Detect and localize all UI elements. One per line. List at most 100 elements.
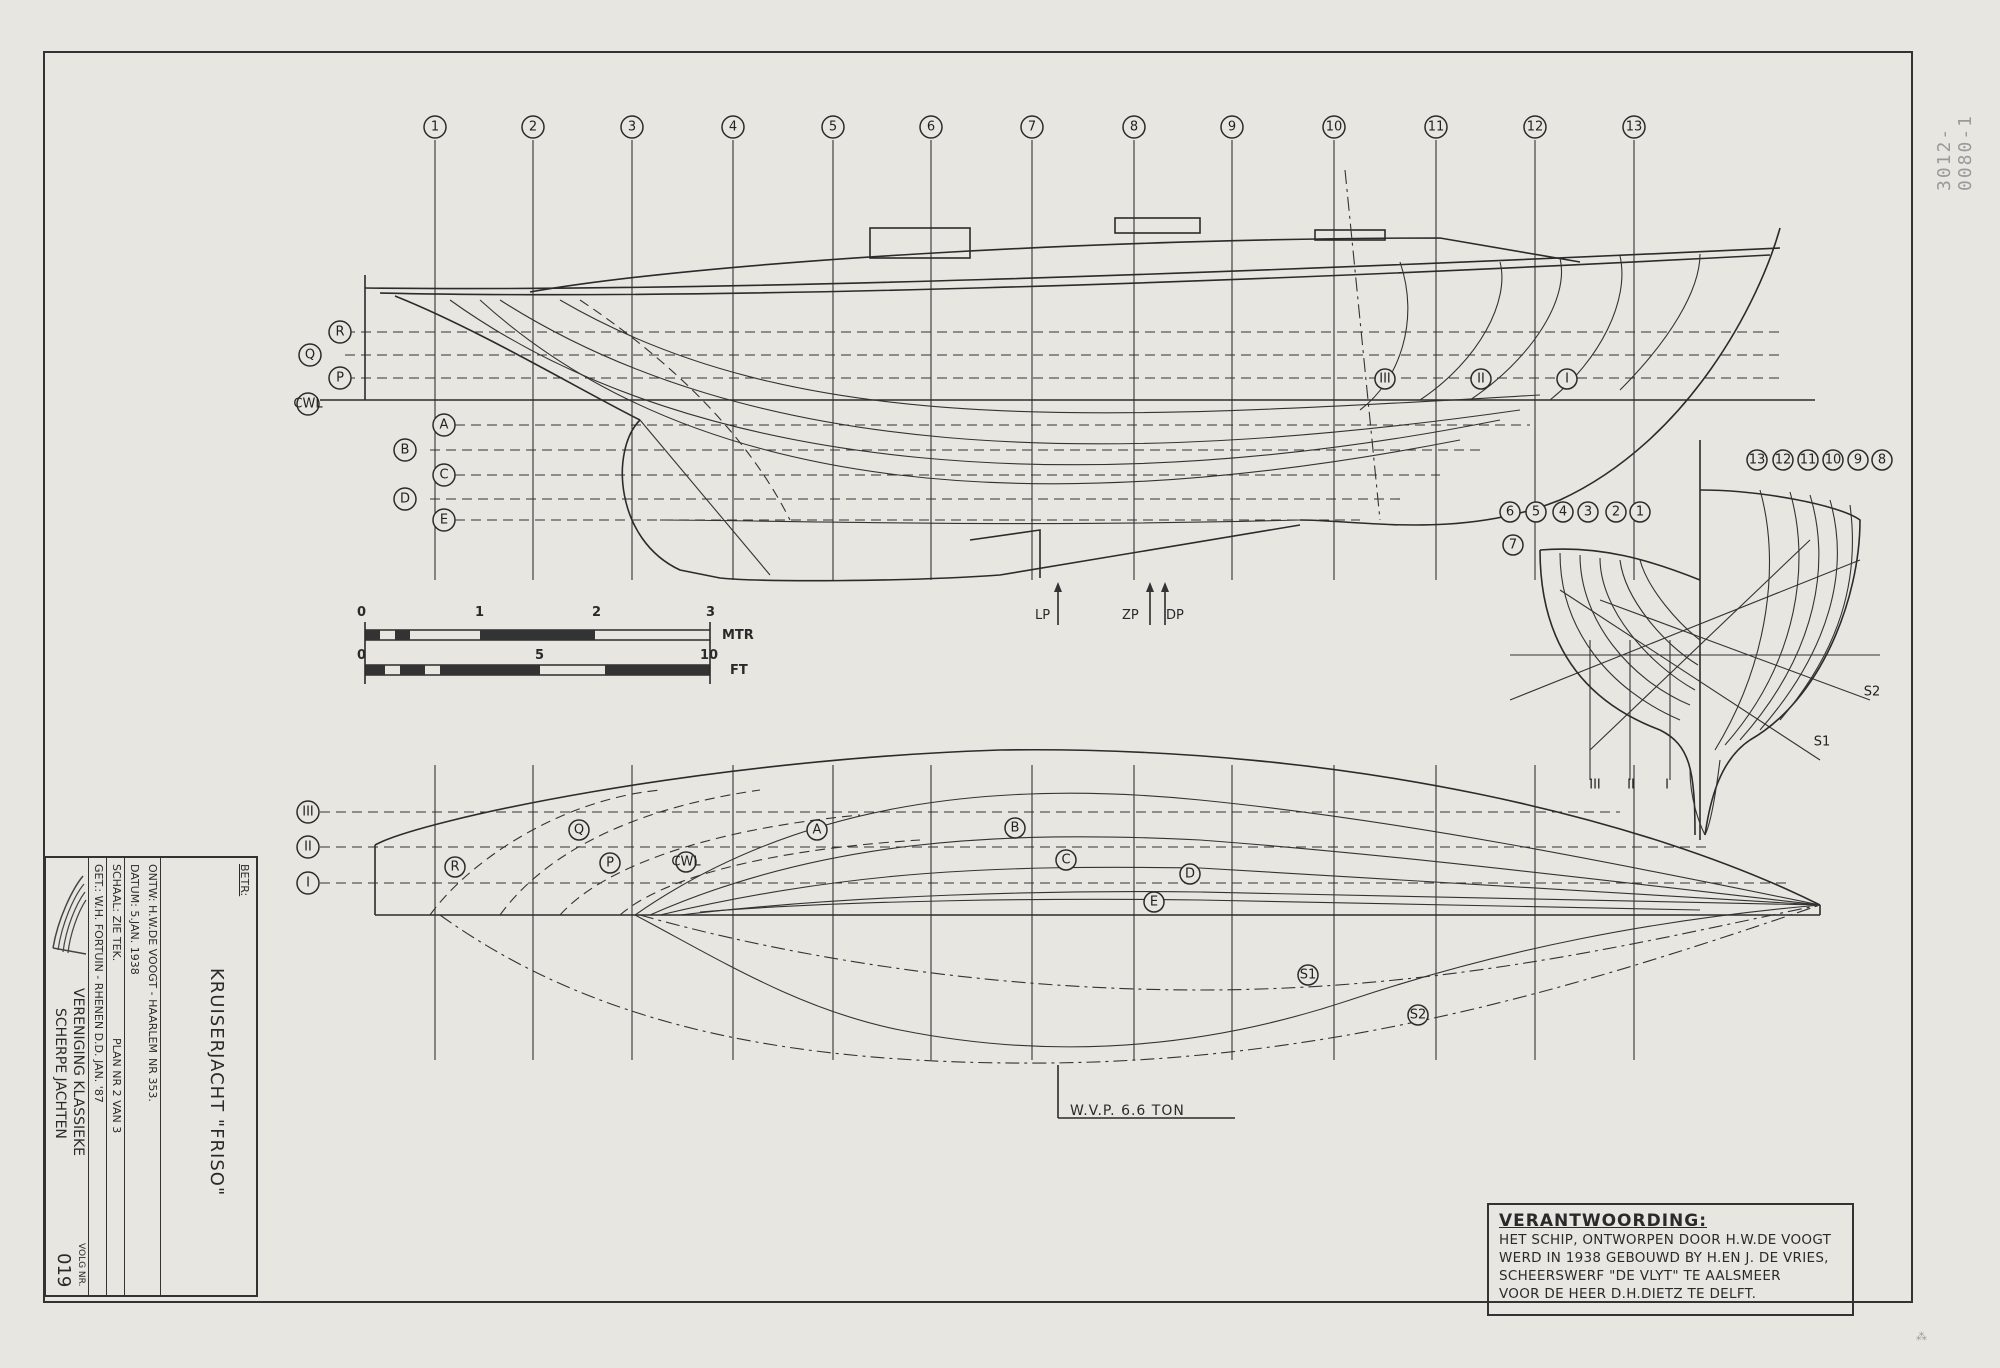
plan-line-3-marker-text: I: [306, 876, 310, 891]
plan-label-r-marker-text: R: [450, 860, 459, 875]
station-6-marker-text: 6: [927, 120, 935, 135]
buttock-e-marker: E: [432, 508, 456, 532]
body-aft-station-4-marker-text: 4: [1559, 505, 1567, 520]
plan-number: PLAN NR 2 VAN 3: [110, 1038, 123, 1134]
waterline-q-marker: Q: [298, 343, 322, 367]
body-aft-station-1-marker: 1: [1629, 501, 1651, 523]
body-aft-station-5-marker-text: 5: [1532, 505, 1540, 520]
body-fwd-station-13-marker-text: 13: [1749, 453, 1766, 468]
archive-number: 3012-0080-1: [1934, 113, 1976, 191]
responsibility-line-3: SCHEERSWERF "DE VLYT" TE AALSMEER: [1499, 1268, 1781, 1284]
plan-line-2-marker-text: II: [304, 840, 312, 855]
logo-column: VERENIGING KLASSIEKE SCHERPE JACHTEN VOL…: [46, 858, 89, 1295]
station-5-marker-text: 5: [829, 120, 837, 135]
station-5-marker: 5: [821, 115, 845, 139]
buttock-c-marker-text: C: [439, 468, 448, 483]
drawn-by: GET.: W.H. FORTUIN - RHENEN D.D. JAN. '8…: [92, 864, 105, 1103]
waterline-cwl-marker-text: CWL: [293, 397, 323, 412]
plan-label-c-marker-text: C: [1061, 853, 1070, 868]
title-column: BETR: KRUISERJACHT "FRISO": [161, 858, 256, 1295]
diagonal-1-marker-text: III: [1379, 372, 1391, 387]
body-fwd-station-9-marker: 9: [1847, 449, 1869, 471]
body-label-ii: II: [1627, 778, 1635, 793]
diagonal-2-marker-text: II: [1477, 372, 1485, 387]
station-12-marker-text: 12: [1527, 120, 1544, 135]
station-8-marker-text: 8: [1130, 120, 1138, 135]
body-fwd-station-8-marker-text: 8: [1878, 453, 1886, 468]
plan-label-a-marker: A: [806, 819, 828, 841]
plan-line-3-marker: I: [296, 871, 320, 895]
responsibility-box: VERANTWOORDING: HET SCHIP, ONTWORPEN DOO…: [1487, 1203, 1854, 1316]
marker-dp: DP: [1166, 608, 1184, 623]
station-11-marker-text: 11: [1428, 120, 1445, 135]
plan-label-cwl-marker-text: CWL: [671, 855, 701, 870]
seq-number: 019: [53, 1253, 74, 1288]
body-label-s1: S1: [1814, 735, 1831, 750]
buttock-b-marker-text: B: [401, 443, 410, 458]
body-fwd-station-12-marker: 12: [1772, 449, 1794, 471]
body-aft-station-7-marker-text: 7: [1509, 538, 1517, 553]
plan-label-d-marker-text: D: [1185, 867, 1195, 882]
scale-bar: [364, 622, 711, 684]
station-7-marker-text: 7: [1028, 120, 1036, 135]
body-fwd-station-11-marker-text: 11: [1800, 453, 1817, 468]
drawn-by-column: GET.: W.H. FORTUIN - RHENEN D.D. JAN. '8…: [89, 858, 107, 1295]
station-2-marker: 2: [521, 115, 545, 139]
scale-mtr-0: 0: [357, 605, 367, 620]
station-11-marker: 11: [1424, 115, 1448, 139]
plan-label-a-marker-text: A: [813, 823, 822, 838]
plan-line-2-marker: II: [296, 835, 320, 859]
body-label-s2: S2: [1864, 685, 1881, 700]
waterline-p-marker: P: [328, 366, 352, 390]
station-13-marker-text: 13: [1626, 120, 1643, 135]
responsibility-heading: VERANTWOORDING:: [1499, 1211, 1708, 1231]
station-3-marker-text: 3: [628, 120, 636, 135]
body-aft-station-3-marker-text: 3: [1584, 505, 1592, 520]
buttock-e-marker-text: E: [440, 513, 448, 528]
scale-ft-0: 0: [357, 648, 367, 663]
body-aft-station-7-marker: 7: [1502, 534, 1524, 556]
buttock-d-marker: D: [393, 487, 417, 511]
station-10-marker: 10: [1322, 115, 1346, 139]
waterline-cwl-marker: CWL: [293, 392, 323, 416]
corner-mark: ⁂: [1916, 1330, 1927, 1343]
station-12-marker: 12: [1523, 115, 1547, 139]
diagonal-3-marker: I: [1556, 368, 1578, 390]
body-fwd-station-10-marker: 10: [1822, 449, 1844, 471]
responsibility-line-1: HET SCHIP, ONTWORPEN DOOR H.W.DE VOOGT: [1499, 1232, 1832, 1248]
title-prefix: BETR:: [238, 864, 251, 897]
waterline-p-marker-text: P: [336, 371, 344, 386]
scale-plan-column: SCHAAL: ZIE TEK. PLAN NR 2 VAN 3: [107, 858, 125, 1295]
org-line-1: VERENIGING KLASSIEKE: [70, 988, 86, 1156]
plan-label-q-marker: Q: [568, 819, 590, 841]
diagonal-2-marker: II: [1470, 368, 1492, 390]
marker-zp: ZP: [1122, 608, 1139, 623]
body-fwd-station-13-marker: 13: [1746, 449, 1768, 471]
station-7-marker: 7: [1020, 115, 1044, 139]
body-fwd-station-12-marker-text: 12: [1775, 453, 1792, 468]
station-1-marker: 1: [423, 115, 447, 139]
scale-mtr-1: 1: [475, 605, 485, 620]
plan-label-s2-marker-text: S2: [1410, 1008, 1427, 1023]
body-aft-station-5-marker: 5: [1525, 501, 1547, 523]
designer: ONTW: H.W.DE VOOGT - HAARLEM: [146, 864, 159, 1053]
station-1-marker-text: 1: [431, 120, 439, 135]
seq-label: VOLG NR.: [76, 1243, 86, 1287]
body-label-iii: III: [1589, 778, 1601, 793]
plan-label-cwl-marker: CWL: [671, 851, 701, 873]
buttock-a-marker: A: [432, 413, 456, 437]
plan-label-c-marker: C: [1055, 849, 1077, 871]
plan-label-s2-marker: S2: [1407, 1004, 1429, 1026]
body-aft-station-2-marker: 2: [1605, 501, 1627, 523]
plan-label-d-marker: D: [1179, 863, 1201, 885]
designer-column: ONTW: H.W.DE VOOGT - HAARLEM DATUM: 5.JA…: [125, 858, 161, 1295]
station-6-marker: 6: [919, 115, 943, 139]
plan-label-q-marker-text: Q: [574, 823, 584, 838]
station-3-marker: 3: [620, 115, 644, 139]
station-8-marker: 8: [1122, 115, 1146, 139]
org-line-2: SCHERPE JACHTEN: [52, 1008, 68, 1139]
scale-ft-10: 10: [700, 648, 719, 663]
plan-line-1-marker-text: III: [302, 805, 314, 820]
waterline-r-marker-text: R: [335, 325, 344, 340]
body-aft-station-1-marker-text: 1: [1636, 505, 1644, 520]
